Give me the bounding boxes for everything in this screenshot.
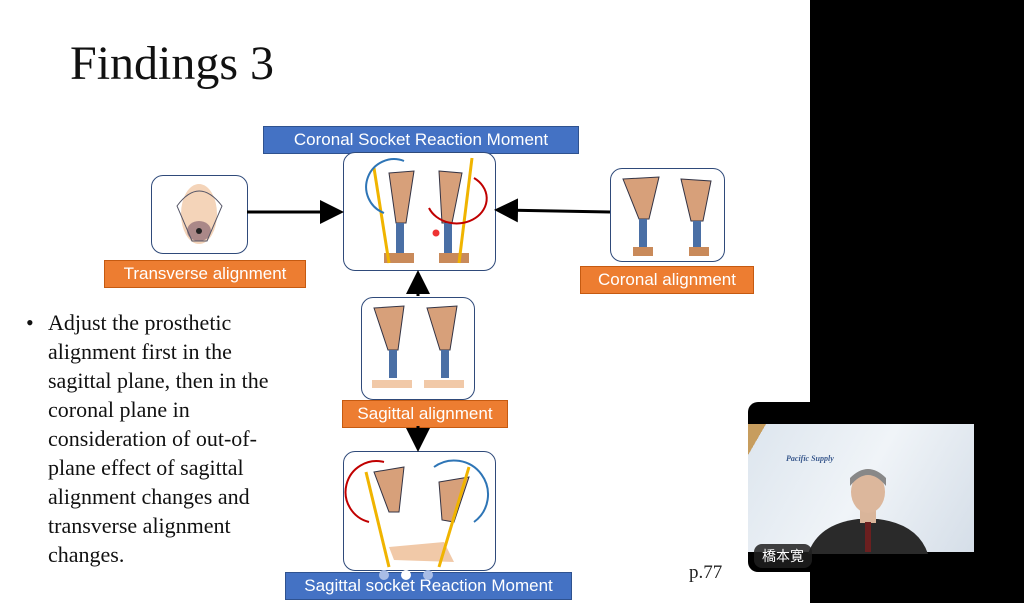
- sagittal-alignment-label: Sagittal alignment: [342, 400, 508, 428]
- coronal-socket-moment-label: Coronal Socket Reaction Moment: [263, 126, 579, 154]
- slide-pager[interactable]: [379, 570, 433, 580]
- slide-title: Findings 3: [70, 37, 275, 90]
- transverse-alignment-label: Transverse alignment: [104, 260, 306, 288]
- background-logo: Pacific Supply: [786, 454, 834, 463]
- pager-dot-active[interactable]: [401, 570, 411, 580]
- participant-video-tile[interactable]: Pacific Supply 橋本寛: [748, 402, 974, 572]
- pager-dot[interactable]: [379, 570, 389, 580]
- bullet-point: •Adjust the prosthetic alignment first i…: [26, 310, 269, 567]
- coronal-alignment-image: [610, 168, 725, 262]
- pager-dot[interactable]: [423, 570, 433, 580]
- flow-arrows: [247, 198, 611, 452]
- coronal-alignment-label: Coronal alignment: [580, 266, 754, 294]
- sagittal-socket-moment-label: Sagittal socket Reaction Moment: [285, 572, 572, 600]
- video-feed: Pacific Supply: [748, 424, 974, 554]
- sagittal-moment-image: [343, 451, 496, 571]
- participant-name: 橋本寛: [754, 544, 812, 568]
- participant-figure: [808, 469, 928, 554]
- sagittal-alignment-image: [361, 297, 475, 400]
- coronal-moment-image: [343, 152, 496, 271]
- presentation-slide: Findings 3 Coronal Socket Reaction Momen…: [0, 0, 810, 603]
- transverse-alignment-image: [151, 175, 248, 254]
- page-number: p.77: [689, 562, 723, 583]
